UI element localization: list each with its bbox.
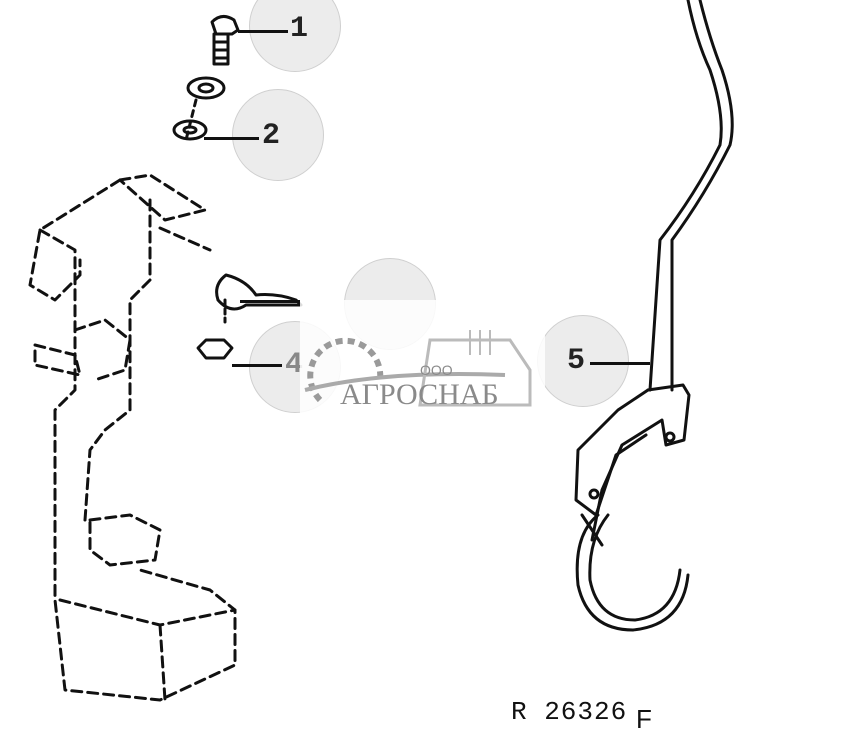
callout-label-4: 4 <box>285 348 304 382</box>
leader-line-1 <box>238 30 288 33</box>
callout-2 <box>232 89 324 181</box>
bolt-part <box>210 15 240 66</box>
leader-line-2 <box>204 137 259 140</box>
callout-label-2: 2 <box>262 119 281 153</box>
watermark-panel <box>300 300 545 430</box>
hook-rod-part <box>574 0 734 632</box>
watermark-brand: АГРОСНАБ <box>340 378 499 411</box>
leader-line-4 <box>232 364 282 367</box>
figure-id: R 26326 <box>511 697 628 727</box>
leader-line-5 <box>590 362 650 365</box>
callout-label-5: 5 <box>567 344 586 378</box>
leader-line-3 <box>240 300 300 303</box>
watermark-prefix: ООО <box>420 362 453 378</box>
callout-label-1: 1 <box>290 12 309 46</box>
figure-suffix: F <box>636 704 652 734</box>
watermark-logo-icon <box>304 330 532 407</box>
callout-1 <box>249 0 341 72</box>
callout-5 <box>537 315 629 407</box>
